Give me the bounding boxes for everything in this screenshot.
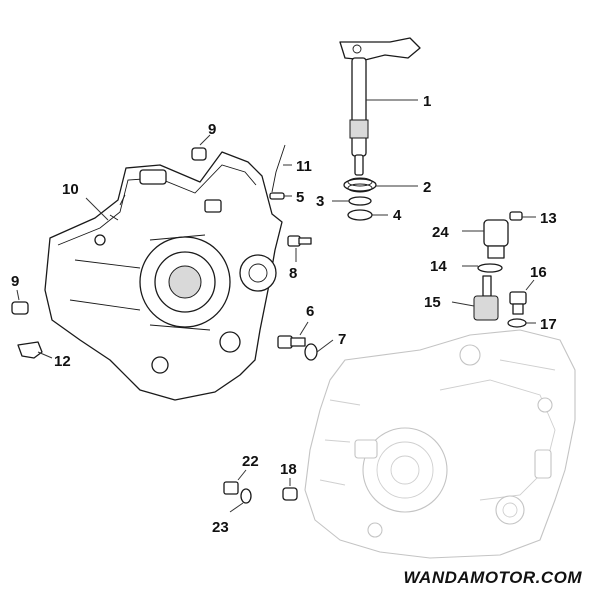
part-16-plug — [509, 291, 527, 315]
callout-9-upper: 9 — [208, 121, 216, 138]
callout-2: 2 — [423, 179, 431, 196]
part-24-drive-housing — [483, 219, 509, 259]
callout-16: 16 — [530, 264, 547, 281]
callout-8: 8 — [289, 265, 297, 282]
part-2-return-spring — [343, 177, 377, 193]
callout-12: 12 — [54, 353, 71, 370]
part-5-pin — [269, 192, 285, 200]
part-8-bolt — [287, 235, 312, 247]
callout-13: 13 — [540, 210, 557, 227]
callout-4: 4 — [393, 207, 402, 224]
callout-11: 11 — [296, 158, 312, 175]
part-9-dowel-upper — [191, 147, 207, 161]
right-crankcase-ghost — [304, 329, 576, 559]
callout-labels: 1 2 3 4 5 6 7 8 9 9 10 11 12 13 14 15 16… — [11, 93, 557, 536]
callout-5: 5 — [296, 189, 304, 206]
part-4-washer — [347, 209, 373, 221]
callout-7: 7 — [338, 331, 346, 348]
callout-1: 1 — [423, 93, 431, 110]
part-18-dowel — [282, 487, 298, 501]
callout-6: 6 — [306, 303, 314, 320]
part-9-dowel-left — [11, 301, 29, 315]
part-15-pinion-gear — [473, 275, 499, 321]
part-12-clip — [17, 341, 43, 359]
watermark-text: WANDAMOTOR.COM — [403, 568, 582, 587]
part-3-washer — [348, 196, 372, 206]
callout-3: 3 — [316, 193, 324, 210]
part-14-o-ring — [477, 263, 503, 273]
part-17-washer — [507, 318, 527, 328]
part-22-bolt — [223, 481, 239, 495]
part-7-washer — [304, 343, 318, 361]
callout-10: 10 — [62, 181, 79, 198]
part-1-selector-shaft — [339, 37, 421, 176]
callout-14: 14 — [430, 258, 447, 275]
callout-15: 15 — [424, 294, 441, 311]
part-11-cable-guide — [271, 144, 286, 193]
callout-22: 22 — [242, 453, 259, 470]
callout-23: 23 — [212, 519, 229, 536]
part-6-bolt — [277, 335, 306, 349]
callout-9-left: 9 — [11, 273, 19, 290]
leader-lines — [16, 99, 536, 513]
part-23-washer — [240, 488, 252, 504]
callout-18: 18 — [280, 461, 297, 478]
left-crankcase-cover — [44, 151, 283, 401]
callout-17: 17 — [540, 316, 557, 333]
callout-24: 24 — [432, 224, 449, 241]
part-13-screw — [509, 211, 523, 221]
